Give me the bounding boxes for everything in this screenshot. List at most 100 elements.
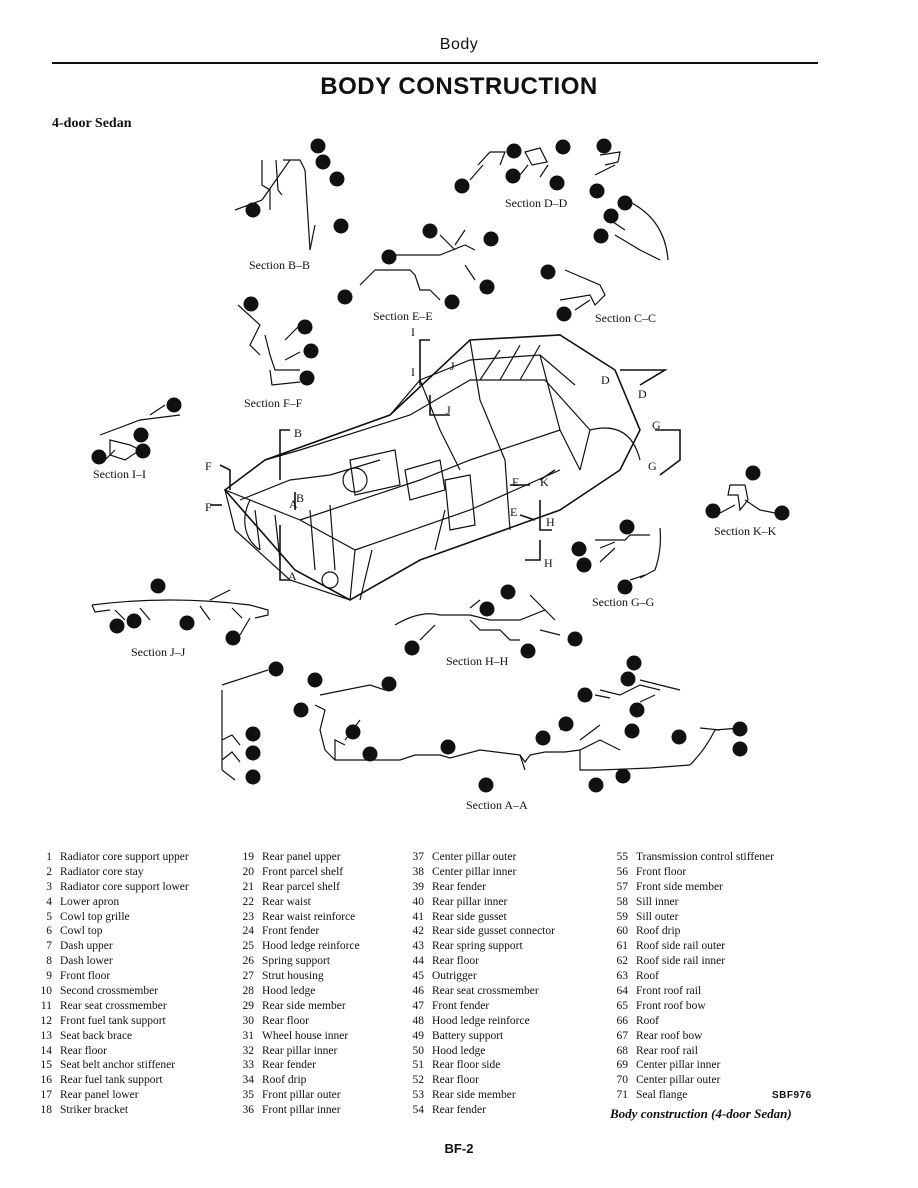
legend-item-name: Cowl top grille	[60, 910, 130, 923]
svg-text:47: 47	[246, 300, 256, 311]
legend-item-name: Seal flange	[636, 1089, 688, 1102]
svg-text:43: 43	[482, 283, 492, 294]
cut-marker-i2: I	[411, 365, 415, 379]
svg-text:2: 2	[251, 730, 256, 741]
legend-item-number: 48	[412, 1014, 425, 1027]
legend-item-number: 30	[242, 1014, 255, 1027]
legend-item-number: 46	[412, 985, 425, 998]
legend-item-name: Dash lower	[60, 955, 113, 968]
legend-item-name: Roof side rail outer	[636, 940, 726, 953]
legend-item-name: Rear floor	[60, 1044, 107, 1057]
legend-item-number: 5	[46, 910, 52, 923]
svg-text:48: 48	[300, 323, 310, 334]
legend-item-number: 15	[40, 1059, 53, 1072]
legend-item-name: Rear floor	[432, 955, 479, 968]
legend-item-number: 33	[242, 1059, 255, 1072]
legend-item: 33 Rear fender	[232, 1058, 360, 1073]
section-kk-drawing	[719, 474, 776, 514]
legend-item-number: 68	[616, 1044, 629, 1057]
section-dd-drawing	[469, 147, 621, 181]
legend-item-number: 39	[412, 880, 425, 893]
svg-text:12: 12	[538, 734, 548, 745]
legend-item-name: Rear pillar inner	[432, 895, 508, 908]
section-cc-label: Section C–C	[595, 311, 656, 325]
legend-item-number: 13	[40, 1029, 53, 1042]
legend-item-number: 64	[616, 985, 629, 998]
legend-item-name: Rear spring support	[432, 940, 523, 953]
legend-item-number: 3	[46, 880, 52, 893]
svg-text:1: 1	[274, 665, 279, 676]
svg-text:37: 37	[552, 179, 562, 190]
section-ii-label: Section I–I	[93, 467, 146, 481]
legend-item-number: 52	[412, 1074, 425, 1087]
svg-text:24: 24	[248, 206, 258, 217]
svg-text:18: 18	[674, 733, 684, 744]
svg-text:29: 29	[559, 310, 569, 321]
legend-item: 68 Rear roof rail	[606, 1044, 774, 1059]
legend-item-name: Rear side gusset	[432, 910, 507, 923]
legend-item-name: Wheel house inner	[262, 1029, 349, 1042]
cut-marker-k: K	[540, 475, 549, 489]
legend-item-name: Hood ledge	[432, 1044, 486, 1057]
legend-item-number: 36	[242, 1104, 255, 1117]
svg-text:52: 52	[574, 545, 584, 556]
legend-item-name: Rear fender	[262, 1059, 316, 1072]
legend-item-name: Strut housing	[262, 970, 324, 983]
legend-item-name: Rear panel lower	[60, 1089, 139, 1102]
legend-item-name: Roof	[636, 1014, 659, 1027]
figure-code: SBF976	[772, 1090, 812, 1101]
legend-item-number: 37	[412, 851, 425, 863]
svg-text:60: 60	[94, 453, 104, 464]
svg-text:53: 53	[579, 561, 589, 572]
legend-item-number: 51	[412, 1059, 425, 1072]
legend-item-number: 53	[412, 1089, 425, 1102]
legend-item-name: Second crossmember	[60, 985, 159, 998]
cut-marker-h: H	[546, 515, 555, 529]
legend-item-name: Hood ledge reinforce	[432, 1014, 530, 1027]
legend-item-name: Rear roof rail	[636, 1044, 698, 1057]
legend-item-number: 34	[242, 1074, 255, 1087]
section-gg-drawing	[595, 527, 662, 581]
svg-text:68: 68	[228, 634, 238, 645]
svg-text:49: 49	[306, 347, 316, 358]
svg-text:21: 21	[623, 675, 633, 686]
page-title: BODY CONSTRUCTION	[320, 73, 598, 100]
legend-item-name: Front floor	[60, 970, 111, 983]
svg-text:3: 3	[251, 749, 256, 760]
legend-item-name: Sill outer	[636, 910, 679, 923]
svg-text:10: 10	[443, 743, 453, 754]
legend-item-number: 47	[412, 999, 425, 1012]
section-bb-label: Section B–B	[249, 258, 310, 272]
section-ii-drawing	[99, 404, 181, 461]
car-body-drawing	[223, 334, 641, 601]
legend-item-number: 28	[242, 985, 255, 998]
legend-item-number: 43	[412, 940, 425, 953]
section-aa-label: Section A–A	[466, 798, 528, 812]
section-dd-label: Section D–D	[505, 196, 568, 210]
svg-text:42: 42	[486, 235, 496, 246]
svg-text:51: 51	[622, 523, 632, 534]
legend-item-name: Front side member	[636, 880, 723, 893]
legend-item-name: Front fuel tank support	[60, 1014, 166, 1027]
